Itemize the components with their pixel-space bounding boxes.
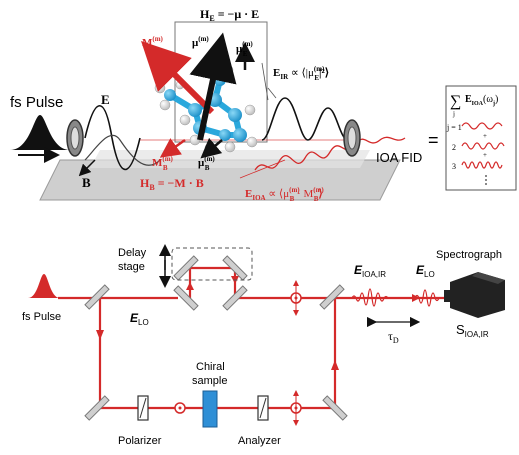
sum-index: j [452,110,455,118]
eir-label: E [273,67,280,79]
svg-text:τD: τD [388,329,399,345]
svg-text:μ(m): μ(m) [192,35,209,49]
lo-packet [414,289,440,307]
polarizer-label: Polarizer [118,435,162,447]
mirror-bottom-left [84,395,110,421]
b-field-label: B [82,175,91,190]
ioa-fid-wave [254,136,406,171]
top-panel [10,21,517,201]
svg-text:M(m): M(m) [142,35,164,49]
b-field-wave [84,134,161,166]
fs-pulse-bottom-label: fs Pulse [22,311,61,323]
svg-text:EIOA(ωj): EIOA(ωj) [465,94,498,107]
mub-label: μ [198,157,205,169]
mirror-combine [319,284,345,310]
e-lo-right-label: E [416,263,425,277]
fs-pulse-top-label: fs Pulse [10,94,63,111]
m-arrow [141,41,215,115]
plus-2: + [483,151,487,159]
mirror-delay-1 [173,285,199,311]
sum-symbol: ∑ [450,93,461,110]
delay-stage-label-2: stage [118,261,145,273]
j-3: 3 [452,162,456,171]
hb-label: H [140,176,150,190]
bottom-labels: Delay stage Spectrograph fs Pulse ELO EI… [22,247,502,447]
svg-text:SIOA,IR: SIOA,IR [456,322,489,339]
chiral-label-1: Chiral [196,361,225,373]
eioa-label: E [245,188,252,200]
bottom-input-pulse [28,274,60,298]
svg-text:HE = −μ · E: HE = −μ · E [200,7,259,23]
sum-box [445,85,517,191]
mub-arrow [200,137,223,159]
plus-1: + [483,132,487,140]
interaction-plane-inner [90,150,370,168]
svg-text:μ(m)E: μ(m)E [236,40,253,58]
delay-stage-label-1: Delay [118,247,147,259]
he-label: H [200,7,210,21]
m-label: M [142,37,153,49]
ioa-fid-label: IOA FID [376,150,422,165]
mu-e-label: μ [236,43,243,55]
svg-text:EIOA,IR: EIOA,IR [354,263,386,279]
s-ioa-ir-label: S [456,322,465,337]
delay-stage-box [171,247,253,281]
top-labels: HE = −μ · E M(m) μ(m) μ(m)E EIR ∝ ⟨|μ(m)… [10,7,498,203]
mb-arrow [159,138,186,158]
j-2: 2 [452,143,456,152]
polarization-marker-1 [290,280,302,316]
polarization-marker-2 [174,402,186,414]
ioa-ir-packet [351,288,389,307]
mirror-delay-3 [222,255,248,281]
mu-label: μ [192,37,199,49]
mirror-split-left [84,284,110,310]
e-ioa-ir-label: E [354,263,363,277]
analyzer-label: Analyzer [238,435,281,447]
bottom-panel [28,244,505,428]
e-field-wave [84,104,141,171]
polarization-marker-3 [290,390,302,426]
e-lo-left-label: E [130,311,139,325]
chiral-sample [202,390,218,428]
ir-wave [261,97,349,141]
e-field-label: E [101,92,110,107]
mirror-delay-2 [173,255,199,281]
sum-term: E [465,94,472,105]
svg-text:EIR ∝ ⟨|μ(m)E|²⟩: EIR ∝ ⟨|μ(m)E|²⟩ [273,65,329,82]
j-eq-1: j = 1 [446,123,462,132]
svg-text:M(m)B: M(m)B [152,155,174,172]
svg-text:μ(m)B: μ(m)B [198,155,215,172]
chiral-label-2: sample [192,375,227,387]
mirror-bottom-right [322,395,348,421]
mu-arrow [189,32,237,141]
equals-sign: = [428,130,439,150]
svg-text:ELO: ELO [130,311,149,327]
mb-label: M [152,157,163,169]
svg-text:ELO: ELO [416,263,435,279]
svg-text:EIOA ∝ ⟨μ(m)B · M(m)B⟩: EIOA ∝ ⟨μ(m)B · M(m)B⟩ [245,186,324,203]
input-pulse [10,115,70,150]
spectrograph-label: Spectrograph [436,249,502,261]
mirror-delay-4 [222,285,248,311]
spectrograph-icon [444,272,505,318]
tau-label: τ [388,329,393,343]
svg-text:HB = −M · B: HB = −M · B [140,176,204,192]
